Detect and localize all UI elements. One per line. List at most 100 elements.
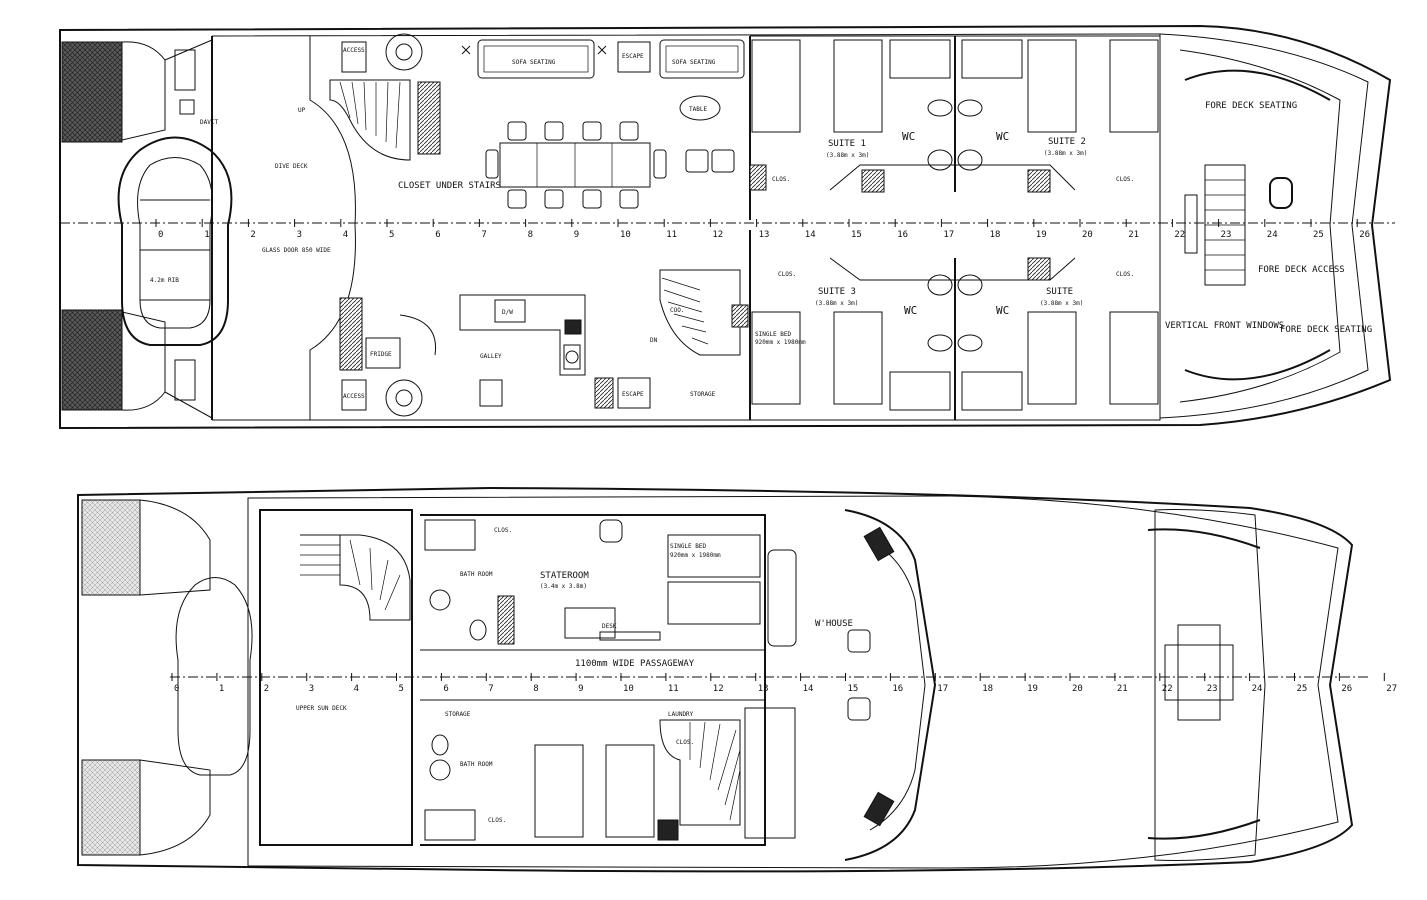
beds-port	[751, 39, 1159, 133]
label-wc-4: WC	[996, 304, 1009, 317]
label-clos-1: CLOS.	[772, 176, 790, 183]
sofa-stbd	[659, 39, 745, 79]
lower-frame-number: 18	[990, 230, 1001, 240]
upper-frame-number: 7	[488, 684, 493, 694]
label-galley: GALLEY	[480, 353, 502, 360]
label-vertical-front-windows: VERTICAL FRONT WINDOWS	[1165, 321, 1284, 331]
label-suite-1: SUITE 1	[828, 139, 866, 149]
lower-frame-number: 14	[805, 230, 816, 240]
upper-frame-number: 10	[623, 684, 634, 694]
upper-frame-number: 26	[1341, 684, 1352, 694]
label-clos-upper-3: CLOS.	[676, 739, 694, 746]
wheelhouse	[844, 509, 937, 861]
upper-swim-platform-stbd	[81, 759, 141, 856]
stair-forward-stbd	[659, 269, 741, 356]
label-rib: 4.2m RIB	[150, 277, 179, 284]
label-laundry: LAUNDRY	[668, 711, 694, 718]
upper-frame-number: 15	[848, 684, 859, 694]
lower-frame-number: 23	[1221, 230, 1232, 240]
upper-frame-number: 11	[668, 684, 679, 694]
label-table: TABLE	[689, 106, 707, 113]
upper-frame-number: 25	[1297, 684, 1308, 694]
upper-frame-number: 1	[219, 684, 224, 694]
label-whouse: W'HOUSE	[815, 619, 853, 629]
lower-frame-number: 3	[297, 230, 302, 240]
lower-deck-plan: 0123456789101112131415161718192021222324…	[59, 24, 1395, 430]
lower-frame-number: 6	[435, 230, 440, 240]
upper-frame-number: 5	[399, 684, 404, 694]
upper-frame-number: 2	[264, 684, 269, 694]
lower-frame-number: 10	[620, 230, 631, 240]
upper-stair-forward	[659, 719, 741, 826]
label-fridge: FRIDGE	[370, 351, 392, 358]
label-up: UP	[298, 107, 306, 114]
dining-table	[485, 121, 667, 209]
upper-frame-number: 13	[758, 684, 769, 694]
upper-frame-number: 14	[803, 684, 814, 694]
upper-frame-number: 6	[443, 684, 448, 694]
label-coo: COO.	[670, 307, 684, 314]
lower-frame-number: 21	[1128, 230, 1139, 240]
label-clos-2: CLOS.	[1116, 176, 1134, 183]
label-suite-1-size: (3.88m x 3m)	[826, 152, 869, 159]
label-bath-room-1: BATH ROOM	[460, 571, 493, 578]
label-suite-3-size: (3.88m x 3m)	[815, 300, 858, 307]
upper-frame-number: 4	[354, 684, 359, 694]
label-storage-upper: STORAGE	[445, 711, 471, 718]
galley-counters	[459, 294, 586, 407]
label-fore-deck-access: FORE DECK ACCESS	[1258, 265, 1345, 275]
label-stateroom: STATEROOM	[540, 571, 589, 581]
lower-frame-number: 7	[481, 230, 486, 240]
upper-stair-aft	[300, 534, 411, 621]
label-bath-room-2: BATH ROOM	[460, 761, 493, 768]
upper-frame-number: 17	[937, 684, 948, 694]
upper-frame-number: 24	[1252, 684, 1263, 694]
label-suite-4: SUITE	[1046, 287, 1073, 297]
label-suite-3: SUITE 3	[818, 287, 856, 297]
lower-frame-number: 19	[1036, 230, 1047, 240]
label-stateroom-size: (3.4m x 3.8m)	[540, 583, 587, 590]
upper-frame-number: 3	[309, 684, 314, 694]
label-bed-size-upper: 920mm x 1980mm	[670, 552, 721, 559]
upper-frame-number: 22	[1162, 684, 1173, 694]
lower-frame-number: 13	[759, 230, 770, 240]
label-closet-under-stairs: CLOSET UNDER STAIRS	[398, 181, 501, 191]
upper-frame-number: 16	[892, 684, 903, 694]
label-wc-3: WC	[904, 304, 917, 317]
lower-frame-number: 22	[1174, 230, 1185, 240]
upper-frame-number: 12	[713, 684, 724, 694]
swim-platform-port	[61, 41, 123, 143]
stair-forward-port	[329, 79, 411, 161]
label-sofa-seating-2: SOFA SEATING	[672, 59, 716, 66]
label-escape-2: ESCAPE	[622, 391, 644, 398]
label-passageway: 1100mm WIDE PASSAGEWAY	[575, 659, 695, 669]
lower-frame-number: 25	[1313, 230, 1324, 240]
upper-frame-number: 23	[1207, 684, 1218, 694]
label-storage: STORAGE	[690, 391, 716, 398]
label-dive-deck: DIVE DECK	[275, 163, 308, 170]
lower-frame-number: 0	[158, 230, 163, 240]
label-fore-deck-seating-1: FORE DECK SEATING	[1205, 101, 1297, 111]
label-davit: DAVIT	[200, 119, 218, 126]
label-dn: DN	[650, 337, 658, 344]
swim-platform-stbd	[61, 309, 123, 411]
label-access-2: ACCESS	[343, 393, 365, 400]
upper-frame-number: 0	[174, 684, 179, 694]
lower-frame-number: 12	[712, 230, 723, 240]
label-single-bed-lower: SINGLE BED	[755, 331, 792, 338]
label-bed-size-lower: 920mm x 1980mm	[755, 339, 806, 346]
lower-frame-number: 16	[897, 230, 908, 240]
lower-frame-number: 4	[343, 230, 348, 240]
upper-frame-number: 8	[533, 684, 538, 694]
lower-frame-number: 9	[574, 230, 579, 240]
upper-frame-number: 9	[578, 684, 583, 694]
lower-hull-outline	[59, 24, 1392, 430]
lower-frame-number: 20	[1082, 230, 1093, 240]
label-glass-door: GLASS DOOR 850 WIDE	[262, 247, 331, 254]
label-clos-upper-2: CLOS.	[488, 817, 506, 824]
label-suite-2: SUITE 2	[1048, 137, 1086, 147]
